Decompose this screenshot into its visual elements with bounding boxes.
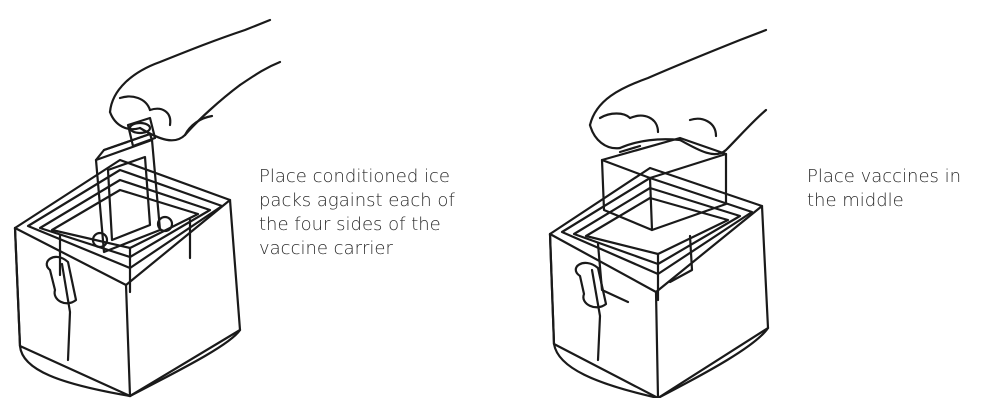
step-2-panel: Place vaccines in the middle <box>500 0 1005 398</box>
vaccine-box <box>602 138 726 230</box>
caption-line: packs against each of <box>259 189 455 213</box>
step-2-caption: Place vaccines in the middle <box>807 165 961 213</box>
step-1-panel: Place conditioned ice packs against each… <box>0 0 500 398</box>
vaccine-placement-illustration <box>540 0 770 398</box>
caption-line: the middle <box>807 189 961 213</box>
vaccine-carrier-box <box>15 160 240 396</box>
step-1-caption: Place conditioned ice packs against each… <box>259 165 455 261</box>
caption-line: the four sides of the <box>259 213 455 237</box>
hand <box>590 30 766 154</box>
ice-pack <box>96 118 160 252</box>
caption-line: Place vaccines in <box>807 165 961 189</box>
vaccine-carrier-box <box>550 168 768 398</box>
caption-line: Place conditioned ice <box>259 165 455 189</box>
ice-pack-placement-illustration <box>0 0 300 398</box>
caption-line: vaccine carrier <box>259 237 455 261</box>
